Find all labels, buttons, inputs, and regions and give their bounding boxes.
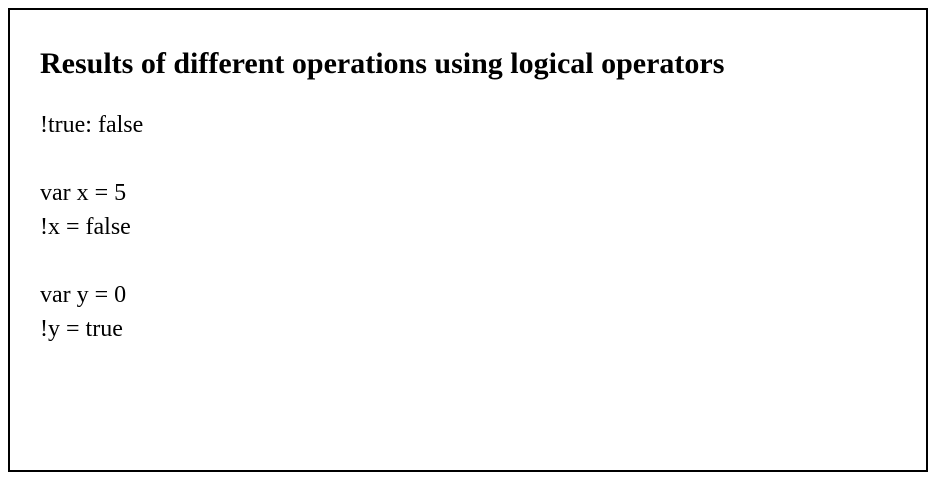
spacer bbox=[40, 142, 724, 176]
result-not-true: !true: false bbox=[40, 112, 144, 138]
result-not-y: !y = true bbox=[40, 316, 123, 342]
page-heading: Results of different operations using lo… bbox=[40, 47, 725, 80]
declaration-var-y: var y = 0 bbox=[40, 282, 127, 308]
output-content: Results of different operations using lo… bbox=[40, 46, 724, 346]
result-not-x: !x = false bbox=[40, 214, 131, 240]
output-frame: Results of different operations using lo… bbox=[8, 8, 928, 472]
declaration-var-x: var x = 5 bbox=[40, 180, 127, 206]
spacer bbox=[40, 244, 724, 278]
